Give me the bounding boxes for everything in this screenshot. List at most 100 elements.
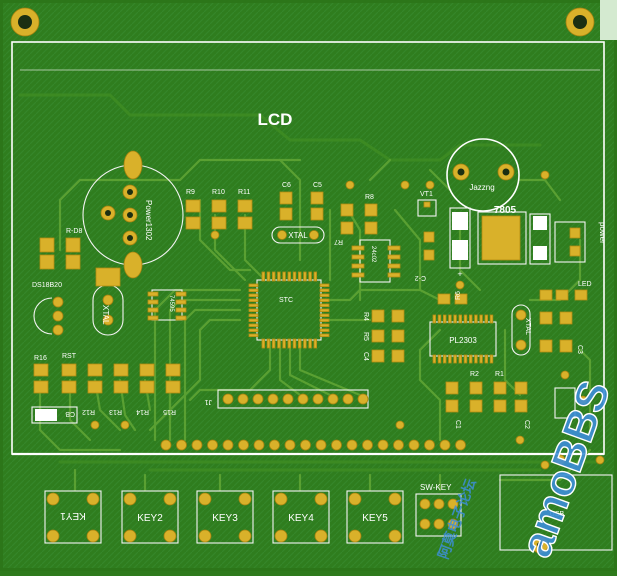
c1-label: C1 [454,420,461,429]
key-2: KEY2 [121,490,179,544]
power-label: power [598,222,607,244]
mcu-pin [292,338,297,349]
j1-label: J1 [205,398,213,405]
rtc-label: Power1302 [144,200,153,241]
j1-pin [252,393,264,405]
mcu-pin [248,313,259,317]
j1-pin [327,393,339,405]
usb-label: USB [550,511,565,518]
lcd-label: LCD [258,110,293,129]
key-1: KEY1 [44,490,102,544]
pl-pin [468,314,473,324]
r14-label: R14 [136,408,149,415]
mcu-pin [292,271,297,282]
mcu-label: STC [279,297,293,304]
regulator-label: 7805 [494,205,517,216]
via [560,370,570,380]
lcd-pin [408,439,420,451]
mcu-pin [248,298,259,302]
pl-pin [489,314,494,324]
via [345,180,355,190]
r15-label: R15 [163,408,176,415]
r11-label: R11 [238,189,250,196]
pl-pin [437,354,442,364]
regulator-7805: + 7805 power [449,205,607,279]
lcd-pin [191,439,203,451]
c6-label: C6 [282,182,291,189]
via [595,455,605,465]
mcu-pin [261,338,265,349]
r7-r8: R7 R8 [334,194,378,245]
key-label: KEY4 [288,513,314,524]
r6-label: R6 [455,291,462,300]
resistor-pad [139,363,155,377]
mcu-pin [319,308,330,312]
mcu-pin [319,303,330,307]
pl-pin [463,354,468,364]
j1-pin [237,393,249,405]
pl2303: PL2303 R6 [429,291,497,364]
mcu-pin [308,338,312,349]
bottom-left-resistors: R16 RST R12 R13 R14 R15 CB [31,353,181,424]
c5-label: C5 [313,182,322,189]
mcu-pin [303,338,307,349]
pl-pin [432,314,436,324]
resistor-pad [113,380,129,394]
j1-pin [222,393,234,405]
mounting-hole-tl [10,7,40,37]
xtal2-label: XTAL [288,231,308,240]
pl-pin [479,314,483,324]
mcu-pin [303,271,307,282]
j1-pin [342,393,354,405]
pl-pin [448,314,452,324]
xtal3: XTAL [511,304,531,356]
mcu-pin [319,288,330,292]
lcd-pin [176,439,187,451]
via [400,180,410,190]
pl-pin [442,314,447,324]
xtal1-label: XTAL [101,305,110,325]
buzzer: Jazzng [446,138,520,212]
trace-network [18,93,602,492]
mcu-pin [297,338,302,349]
resistor-pad [61,363,77,377]
led-label: LED [578,281,592,288]
lcd-pin [222,439,234,451]
rd8-pads: R-D8 [39,228,82,270]
resistor-pad [33,380,49,394]
j1-pin [282,393,294,405]
xtal1: XTAL [92,267,124,336]
r7-label: R7 [334,238,343,245]
r2-label: R2 [470,371,479,378]
chip-24c02: 24c02 [351,239,401,283]
key-3: KEY3 [196,490,254,544]
mcu-pin [319,328,330,332]
chip3-label: 74595 [168,295,174,312]
key-label: KEY2 [137,513,163,524]
buzzer-label: Jazzng [469,183,494,192]
pl-pin [463,314,468,324]
mcu-pin [319,318,330,322]
ds18b20-label: DS18B20 [32,282,62,289]
board-edge [600,0,617,40]
j1-pin [297,393,309,405]
r8-label: R8 [365,194,374,201]
mcu-pin [319,323,330,327]
mcu-pin [308,271,312,282]
right-resistors: R2 R1 C1 C2 [445,371,530,429]
via [515,435,525,445]
via [395,420,405,430]
via [210,230,220,240]
keys-row: KEY1 KEY2 KEY3 KEY4 KEY5 [44,490,404,544]
lcd-pin [393,439,404,451]
mcu-pin [319,283,330,287]
mcu-pin [248,308,259,312]
lcd-pin [253,439,265,451]
mcu-pin [313,271,317,282]
mcu-pin [282,271,286,282]
via [90,420,100,430]
pl-pin [484,314,488,324]
mcu-pin [248,283,259,287]
key-label: KEY5 [362,513,388,524]
